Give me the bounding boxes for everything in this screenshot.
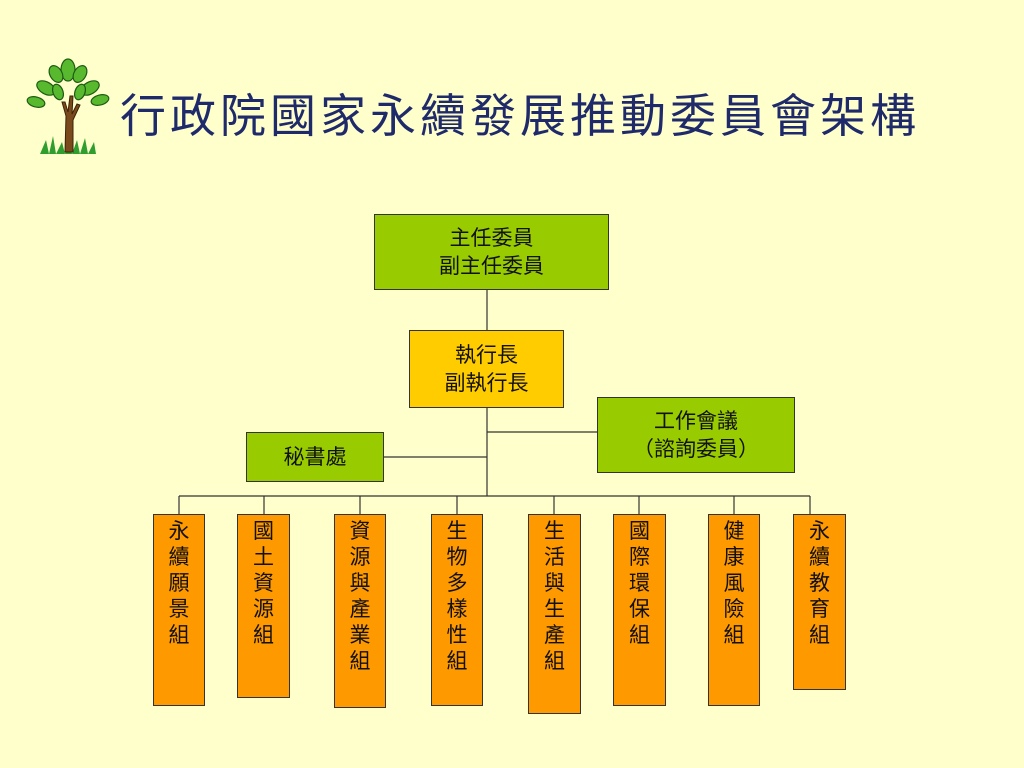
chair-label: 主任委員 <box>449 226 534 250</box>
group-label-char: 健 <box>723 519 745 543</box>
group-box: 永續願景組 <box>153 514 205 706</box>
group-box: 健康風險組 <box>708 514 760 706</box>
group-label-char: 組 <box>809 623 830 647</box>
group-box: 國土資源組 <box>237 514 290 698</box>
group-label: 生物多樣性組 <box>447 518 468 674</box>
group-label-char: 國 <box>253 519 274 543</box>
tree-icon <box>26 58 110 154</box>
group-label: 健康風險組 <box>724 518 745 648</box>
page-title: 行政院國家永續發展推動委員會架構 <box>120 89 920 143</box>
group-label-char: 源 <box>253 597 274 621</box>
group-label-char: 源 <box>349 545 371 569</box>
group-label: 生活與生產組 <box>544 518 565 674</box>
group-label-char: 物 <box>446 545 468 569</box>
group-label-char: 組 <box>723 623 745 647</box>
group-box: 生物多樣性組 <box>431 514 483 706</box>
advisory-committee-label: （諮詢委員） <box>633 437 759 461</box>
group-label-char: 土 <box>253 545 274 569</box>
secretariat-label: 秘書處 <box>283 445 347 469</box>
group-box: 資源與產業組 <box>334 514 386 708</box>
group-label-char: 生 <box>446 519 468 543</box>
group-label-char: 景 <box>168 597 190 621</box>
group-label-char: 續 <box>809 545 830 569</box>
group-label-char: 風 <box>723 571 745 595</box>
group-box: 國際環保組 <box>613 514 666 706</box>
group-label-char: 險 <box>723 597 745 621</box>
group-label: 國土資源組 <box>253 518 274 648</box>
group-label-char: 與 <box>349 571 371 595</box>
group-box: 永續教育組 <box>793 514 846 690</box>
group-label-char: 教 <box>809 571 830 595</box>
group-label-char: 產 <box>349 597 371 621</box>
group-label: 國際環保組 <box>629 518 650 648</box>
working-meeting-label: 工作會議 <box>654 409 738 433</box>
group-label-char: 樣 <box>446 597 468 621</box>
group-label-char: 生 <box>544 597 565 621</box>
executive-label: 執行長 <box>455 343 518 367</box>
group-label-char: 保 <box>629 597 650 621</box>
group-box: 生活與生產組 <box>528 514 581 714</box>
group-label-char: 多 <box>446 571 468 595</box>
vice-executive-label: 副執行長 <box>444 371 529 395</box>
group-label-char: 產 <box>544 623 565 647</box>
working-meeting-box: 工作會議 （諮詢委員） <box>597 397 795 473</box>
group-label-char: 資 <box>349 519 371 543</box>
group-label-char: 國 <box>629 519 650 543</box>
group-label-char: 組 <box>168 623 190 647</box>
group-label-char: 環 <box>629 571 650 595</box>
executive-box: 執行長 副執行長 <box>409 330 564 408</box>
group-label: 永續教育組 <box>809 518 830 648</box>
group-label-char: 續 <box>168 545 190 569</box>
group-label-char: 活 <box>544 545 565 569</box>
group-label-char: 組 <box>544 649 565 673</box>
secretariat-box: 秘書處 <box>246 432 384 482</box>
group-label-char: 組 <box>349 649 371 673</box>
group-label-char: 性 <box>446 623 468 647</box>
group-label: 永續願景組 <box>169 518 190 648</box>
group-label-char: 康 <box>723 545 745 569</box>
group-label-char: 業 <box>349 623 371 647</box>
group-label-char: 組 <box>629 623 650 647</box>
chair-box: 主任委員 副主任委員 <box>374 214 609 290</box>
group-label-char: 際 <box>629 545 650 569</box>
group-label-char: 永 <box>168 519 190 543</box>
group-label-char: 組 <box>253 623 274 647</box>
group-label-char: 資 <box>253 571 274 595</box>
group-label-char: 組 <box>446 649 468 673</box>
group-label-char: 生 <box>544 519 565 543</box>
group-label-char: 永 <box>809 519 830 543</box>
vice-chair-label: 副主任委員 <box>439 254 544 278</box>
group-label-char: 育 <box>809 597 830 621</box>
group-label-char: 與 <box>544 571 565 595</box>
group-label-char: 願 <box>168 571 190 595</box>
group-label: 資源與產業組 <box>350 518 371 674</box>
